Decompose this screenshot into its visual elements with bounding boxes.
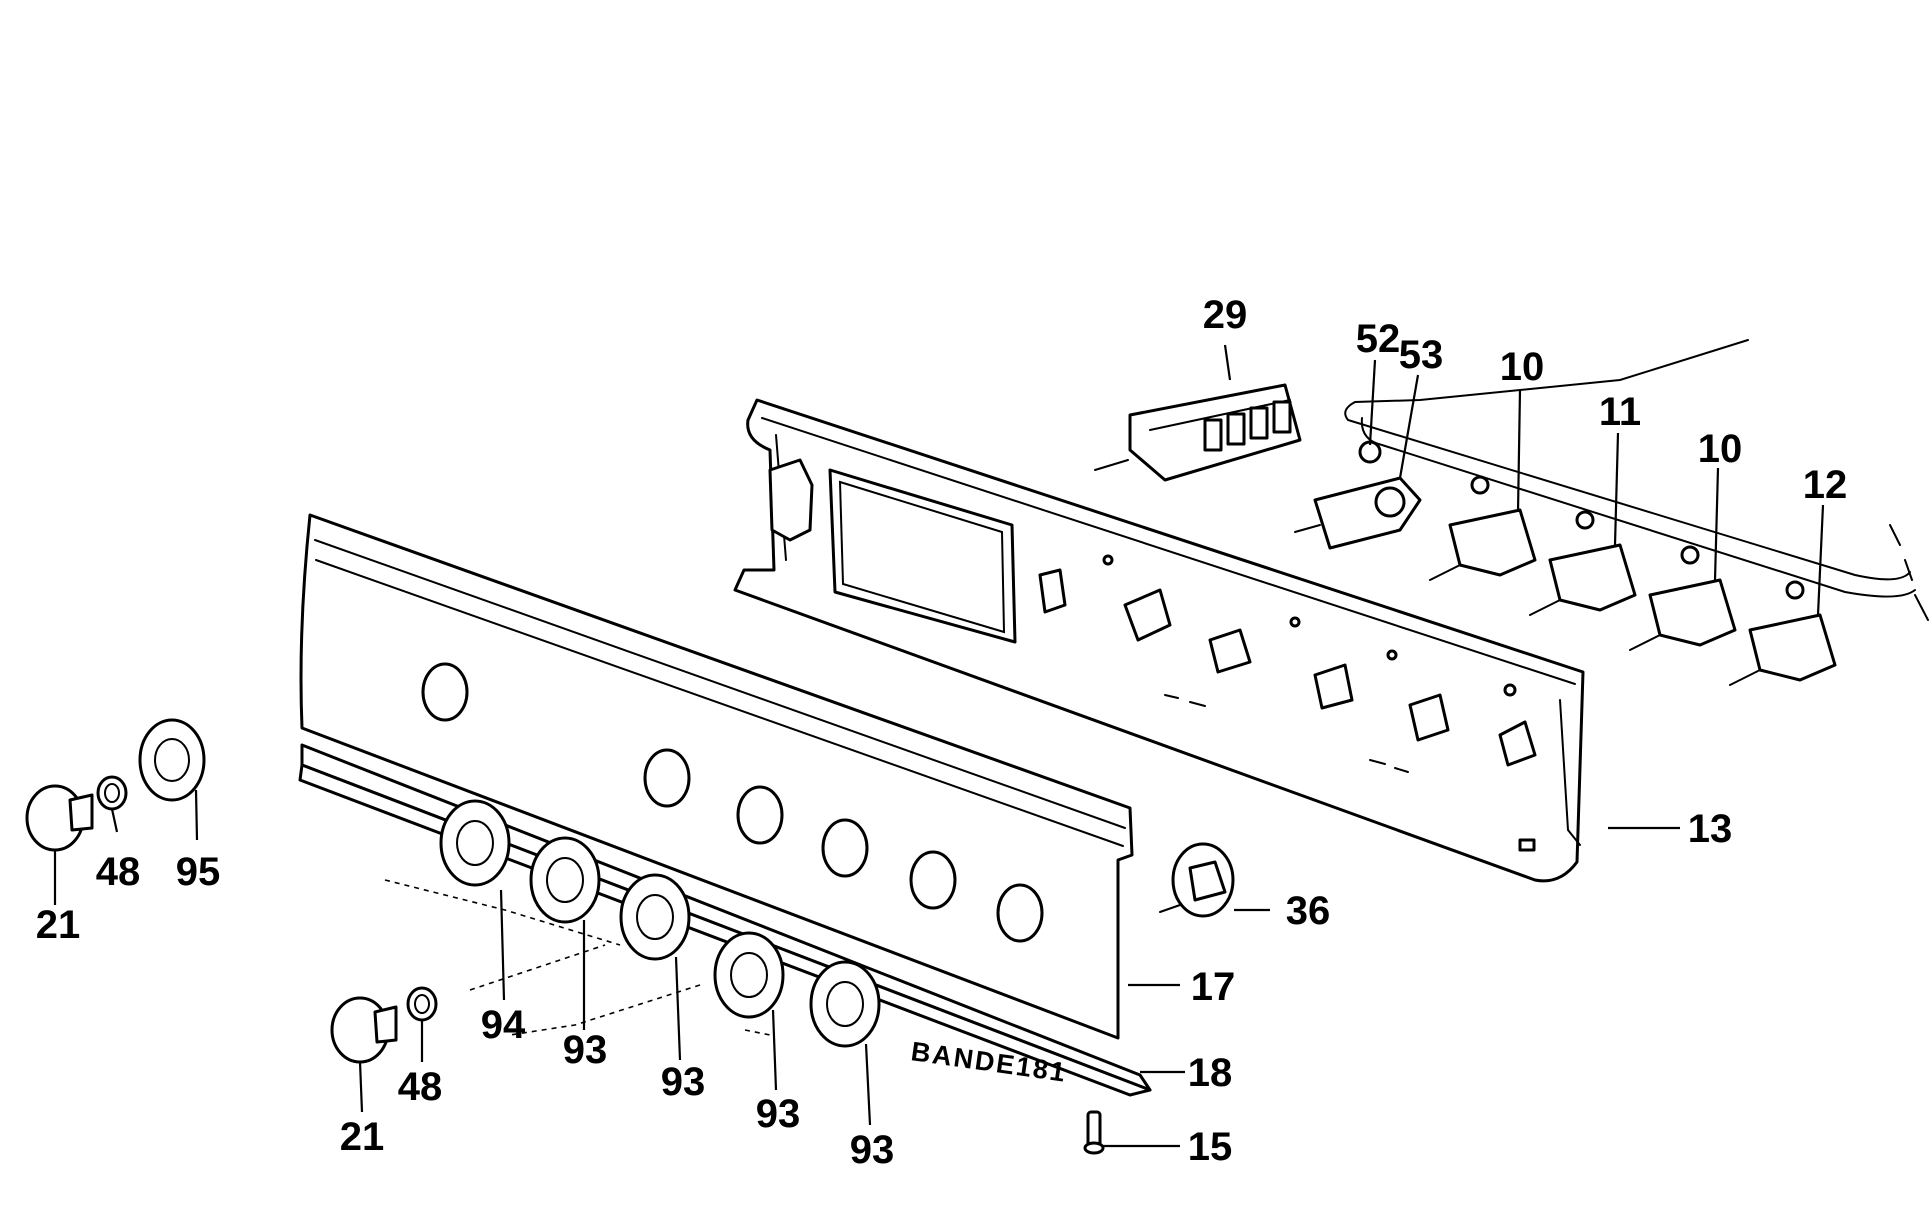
label-17: 17 xyxy=(1191,965,1236,1009)
label-48-upper: 48 xyxy=(96,850,141,894)
label-18: 18 xyxy=(1188,1051,1233,1095)
label-21-lower: 21 xyxy=(340,1115,385,1159)
label-11: 11 xyxy=(1599,390,1641,434)
bezel-93-1 xyxy=(529,836,601,924)
label-93-2: 93 xyxy=(661,1060,706,1104)
leader-lines xyxy=(53,344,1825,1148)
selector-switch xyxy=(1094,383,1302,482)
rear-panel xyxy=(733,398,1585,883)
bezel-95 xyxy=(138,718,206,802)
label-21-upper: 21 xyxy=(36,903,81,947)
thermostat xyxy=(1294,440,1422,550)
knob-21-lower xyxy=(330,996,398,1064)
switch-11 xyxy=(1529,510,1637,616)
label-53: 53 xyxy=(1399,333,1444,377)
front-fascia xyxy=(299,513,1134,1040)
bezel-93-2 xyxy=(619,873,691,961)
label-36: 36 xyxy=(1286,889,1331,933)
bezel-94 xyxy=(439,799,511,887)
label-93-3: 93 xyxy=(756,1092,801,1136)
switch-10-a xyxy=(1429,475,1537,581)
spring-48-upper xyxy=(96,775,128,811)
label-15: 15 xyxy=(1188,1125,1233,1169)
label-93-1: 93 xyxy=(563,1028,608,1072)
knob-21-upper xyxy=(25,784,94,852)
label-93-4: 93 xyxy=(850,1128,895,1172)
screw-15 xyxy=(1083,1110,1105,1155)
wiring-tube xyxy=(1344,339,1929,621)
label-10-a: 10 xyxy=(1500,345,1545,389)
label-29: 29 xyxy=(1203,293,1248,337)
bezel-93-4 xyxy=(809,960,881,1048)
switch-12 xyxy=(1729,580,1837,686)
alignment-lines xyxy=(384,879,771,1036)
label-95: 95 xyxy=(176,850,221,894)
label-13: 13 xyxy=(1688,807,1733,851)
label-52: 52 xyxy=(1356,317,1401,361)
bezel-36 xyxy=(1159,842,1235,918)
label-48-lower: 48 xyxy=(398,1065,443,1109)
bezel-93-3 xyxy=(713,931,785,1019)
part-labels: 29 52 53 10 11 10 12 13 36 17 18 15 21 4… xyxy=(36,293,1848,1172)
label-10-b: 10 xyxy=(1698,427,1743,471)
spring-48-lower xyxy=(406,986,438,1022)
label-12: 12 xyxy=(1803,463,1848,507)
switch-10-b xyxy=(1629,545,1737,651)
label-94: 94 xyxy=(481,1003,526,1047)
